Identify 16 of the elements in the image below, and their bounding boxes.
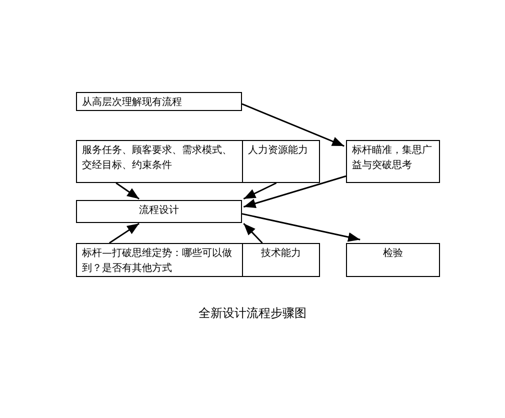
arrow: [242, 213, 360, 242]
process-box: 人力资源能力: [242, 140, 320, 183]
process-box: 技术能力: [242, 243, 320, 277]
arrow: [243, 222, 263, 244]
arrow: [108, 222, 140, 244]
process-box: 从高层次理解现有流程: [76, 92, 242, 111]
process-box: 标杆瞄准，集思广益与突破思考: [346, 140, 440, 183]
process-box: 检验: [346, 243, 440, 277]
process-box: 流程设计: [76, 200, 242, 223]
process-box: 服务任务、顾客要求、需求模式、交经目标、约束条件: [76, 140, 243, 183]
caption: 全新设计流程步骤图: [198, 305, 308, 322]
arrow: [116, 182, 140, 200]
arrow: [243, 182, 277, 200]
process-box: 标杆—打破思维定势：哪些可以做到？是否有其他方式: [76, 243, 243, 277]
arrow: [243, 175, 346, 208]
arrow: [242, 103, 344, 147]
